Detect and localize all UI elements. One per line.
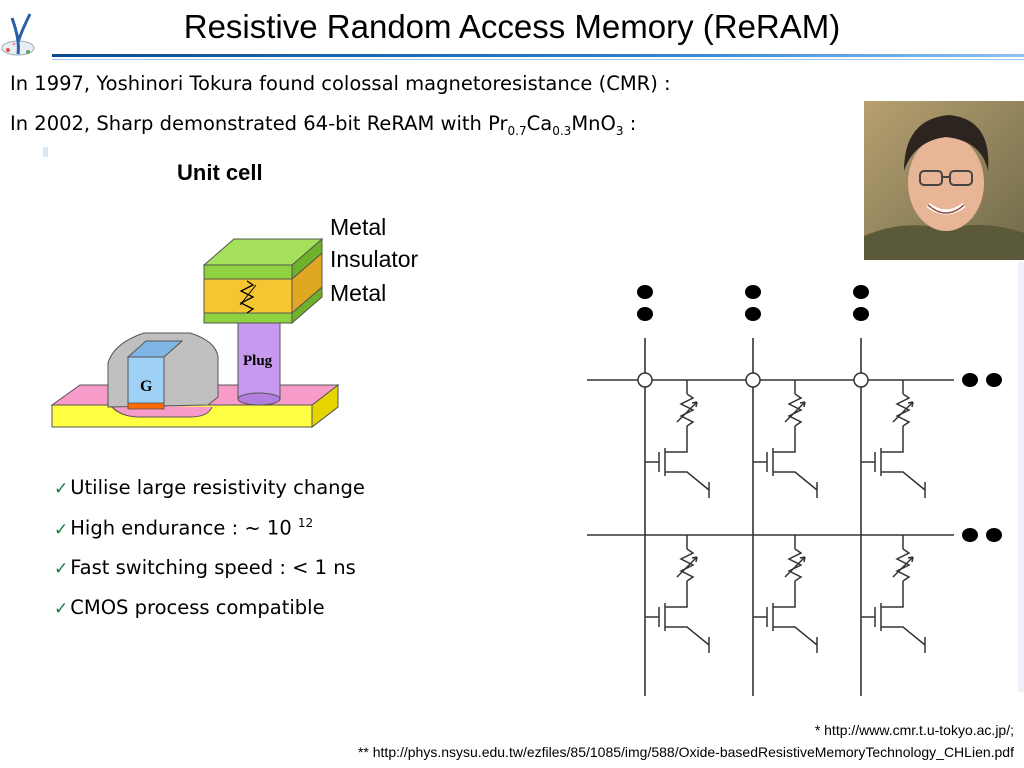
unit-cell-heading: Unit cell [177,160,263,185]
memory-cell [645,380,710,498]
feature-list: ✓Utilise large resistivity change ✓High … [54,476,365,636]
memory-cells [645,380,926,653]
check-icon: ✓ [54,599,69,619]
memory-cell [645,535,710,653]
layer-label-metal-bottom: Metal [330,280,386,306]
feature-item: ✓Utilise large resistivity change [54,476,365,499]
reference-2: ** http://phys.nsysu.edu.tw/ezfiles/85/1… [357,744,1014,760]
array-wires [587,338,954,696]
feature-item: ✓CMOS process compatible [54,596,325,619]
plug: Plug [237,314,281,406]
ellipsis-dots-top [637,285,869,321]
side-bar [1018,262,1024,692]
transistor-gate: G [107,332,219,410]
slide-title: Resistive Random Access Memory (ReRAM) [183,8,841,45]
plug-label: Plug [243,353,273,369]
layer-label-insulator: Insulator [330,246,419,272]
memory-cell [861,535,926,653]
memory-cell [753,380,818,498]
decor-tick [43,147,48,157]
feature-item: ✓High endurance : ~ 10 12 [54,516,314,540]
check-icon: ✓ [54,479,69,499]
feature-item: ✓Fast switching speed : < 1 ns [54,556,356,579]
title-rule-thin [52,59,1024,60]
crossbar-circuit [587,285,1002,696]
memory-cell [753,535,818,653]
check-icon: ✓ [54,519,69,540]
history-line-1997: In 1997, Yoshinori Tokura found colossal… [10,72,671,95]
history-line-2002: In 2002, Sharp demonstrated 64-bit ReRAM… [10,112,637,138]
logo-icon [1,13,35,56]
unit-cell-diagram: Unit cell G Plug Metal Insu [50,160,419,429]
ellipsis-dots-right [962,373,1002,542]
junction-nodes [637,372,869,388]
layer-label-metal-top: Metal [330,214,386,240]
title-rule [52,54,1024,57]
memory-cell [861,380,926,498]
check-icon: ✓ [54,559,69,579]
gate-label: G [140,378,153,395]
reference-1: * http://www.cmr.t.u-tokyo.ac.jp/; [814,722,1014,738]
portrait-photo [864,101,1024,260]
mim-stack [202,237,324,325]
